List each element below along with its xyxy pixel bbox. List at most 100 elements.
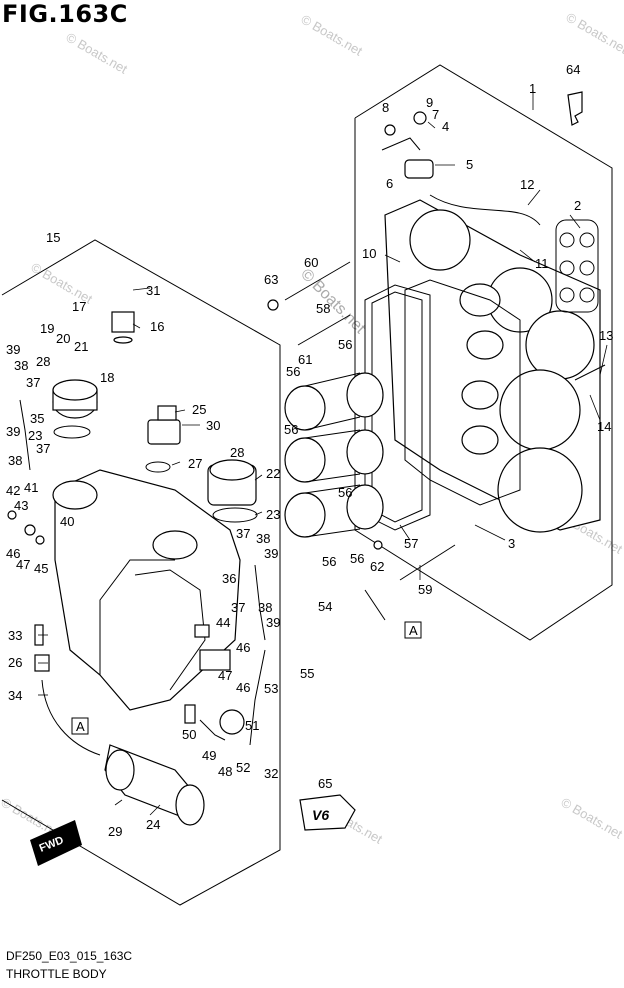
throttle-bores (284, 372, 384, 538)
callout-22: 22 (266, 466, 280, 481)
callout-54: 54 (318, 599, 332, 614)
hose-12 (429, 194, 541, 226)
callout-2: 2 (574, 198, 581, 213)
bracket-64 (567, 91, 583, 126)
callout-56e: 56 (322, 554, 336, 569)
callout-24: 24 (146, 817, 160, 832)
callout-34: 34 (8, 688, 22, 703)
callout-41: 41 (24, 480, 38, 495)
callout-labels: 1 2 3 4 5 6 7 8 9 10 11 12 13 14 15 16 1… (6, 62, 613, 839)
callout-32: 32 (264, 766, 278, 781)
figure-title: FIG.163C (2, 0, 128, 28)
callout-61: 61 (298, 352, 312, 367)
callout-52: 52 (236, 760, 250, 775)
sensor-16 (111, 311, 135, 344)
callout-57: 57 (404, 536, 418, 551)
bolts (267, 261, 606, 581)
linkage (7, 399, 266, 746)
ref-box-a-right: A (404, 621, 422, 639)
callout-18: 18 (100, 370, 114, 385)
callout-1: 1 (529, 81, 536, 96)
callout-37d: 37 (231, 600, 245, 615)
callout-33: 33 (8, 628, 22, 643)
callout-12: 12 (520, 177, 534, 192)
callout-39b: 39 (6, 424, 20, 439)
gasket-2 (555, 219, 599, 313)
callout-39: 39 (6, 342, 20, 357)
callout-5: 5 (466, 157, 473, 172)
callout-23b: 23 (266, 507, 280, 522)
callout-65: 65 (318, 776, 332, 791)
callout-47: 47 (16, 557, 30, 572)
intake-outline (1, 239, 281, 906)
callout-49: 49 (202, 748, 216, 763)
callout-37: 37 (26, 375, 40, 390)
callout-38c: 38 (256, 531, 270, 546)
callout-58: 58 (316, 301, 330, 316)
callout-19: 19 (40, 321, 54, 336)
silencer-24 (104, 744, 205, 826)
callout-38: 38 (14, 358, 28, 373)
callout-53: 53 (264, 681, 278, 696)
callout-3: 3 (508, 536, 515, 551)
callout-37c: 37 (236, 526, 250, 541)
callout-62: 62 (370, 559, 384, 574)
callout-48: 48 (218, 764, 232, 779)
callout-63: 63 (264, 272, 278, 287)
callout-47b: 47 (218, 668, 232, 683)
figure-code: DF250_E03_015_163C (6, 949, 133, 963)
ref-box-a-label: A (76, 719, 85, 734)
callout-29: 29 (108, 824, 122, 839)
callout-50: 50 (182, 727, 196, 742)
callout-56d: 56 (338, 485, 352, 500)
callout-39d: 39 (266, 615, 280, 630)
callout-46: 46 (6, 546, 20, 561)
callout-10: 10 (362, 246, 376, 261)
callout-20: 20 (56, 331, 70, 346)
ref-box-a-left: A (71, 717, 89, 735)
watermark: © Boats.net (297, 266, 369, 338)
throttle-body-22 (207, 459, 258, 523)
watermark: © Boats.net (564, 10, 624, 57)
callout-59: 59 (418, 582, 432, 597)
badge-text: V6 (312, 807, 329, 823)
callout-35: 35 (30, 411, 44, 426)
callout-64: 64 (566, 62, 580, 77)
callout-37b: 37 (36, 441, 50, 456)
callout-15: 15 (46, 230, 60, 245)
hose-a (364, 589, 386, 621)
watermark: © Boats.net (559, 795, 624, 842)
callout-8: 8 (382, 100, 389, 115)
callout-31: 31 (146, 283, 160, 298)
callout-39c: 39 (264, 546, 278, 561)
callout-36: 36 (222, 571, 236, 586)
callout-11: 11 (535, 256, 549, 271)
callout-56b: 56 (286, 364, 300, 379)
callout-51: 51 (245, 718, 259, 733)
watermark: © Boats.net (64, 30, 131, 77)
callout-17: 17 (72, 299, 86, 314)
callout-7: 7 (432, 107, 439, 122)
callout-56: 56 (338, 337, 352, 352)
valve-18 (52, 379, 98, 439)
ref-box-a-label: A (409, 623, 418, 638)
callout-45: 45 (34, 561, 48, 576)
callout-14: 14 (597, 419, 611, 434)
badge-65: V6 (299, 794, 356, 831)
callout-30: 30 (206, 418, 220, 433)
callout-16: 16 (150, 319, 164, 334)
callout-42: 42 (6, 483, 20, 498)
callout-46b: 46 (236, 640, 250, 655)
callout-21: 21 (74, 339, 88, 354)
callout-27: 27 (188, 456, 202, 471)
callout-26: 26 (8, 655, 22, 670)
callout-46c: 46 (236, 680, 250, 695)
callout-13: 13 (599, 328, 613, 343)
callout-43: 43 (14, 498, 28, 513)
callout-38b: 38 (8, 453, 22, 468)
callout-40: 40 (60, 514, 74, 529)
callout-4: 4 (442, 119, 449, 134)
callout-55: 55 (300, 666, 314, 681)
callout-56c: 56 (284, 422, 298, 437)
